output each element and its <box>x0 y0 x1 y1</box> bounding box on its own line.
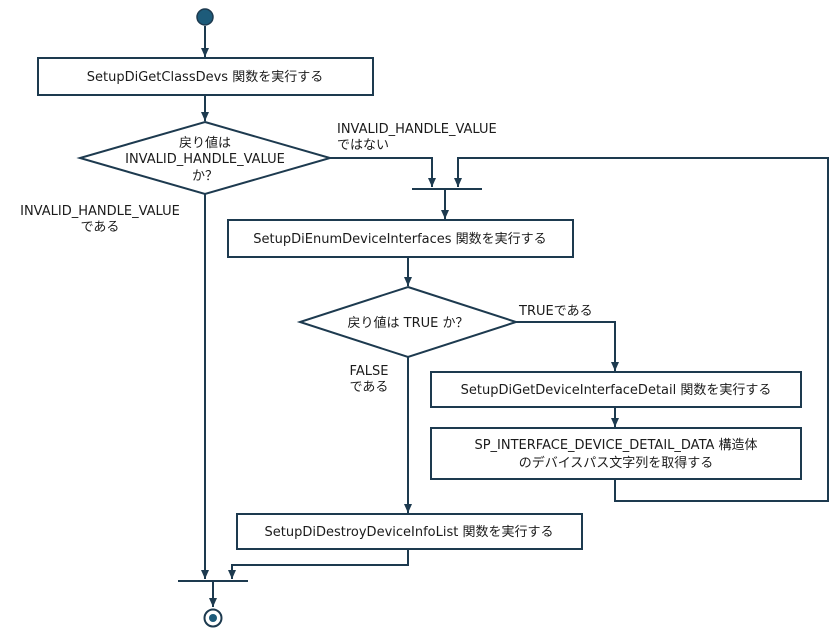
process-destroy-list <box>236 513 583 550</box>
label-is-true: TRUEである <box>518 304 593 319</box>
process-get-path <box>430 427 802 480</box>
label-is-false-line2: である <box>350 380 389 395</box>
process-get-path-line2: のデバイスパス文字列を取得する <box>519 455 714 471</box>
process-get-class-devs-label: SetupDiGetClassDevs 関数を実行する <box>87 69 323 85</box>
decision-is-true-label: 戻り値は TRUE か？ <box>348 315 469 331</box>
edge-loop-back <box>454 157 829 502</box>
label-is-invalid-line2: である <box>81 220 120 235</box>
process-get-detail-label: SetupDiGetDeviceInterfaceDetail 関数を実行する <box>461 382 772 398</box>
process-destroy-list-label: SetupDiDestroyDeviceInfoList 関数を実行する <box>265 524 554 540</box>
decision-invalid-handle-line2: INVALID_HANDLE_VALUE <box>125 152 285 167</box>
process-enum-interfaces <box>227 219 574 258</box>
process-get-path-line1: SP_INTERFACE_DEVICE_DETAIL_DATA 構造体 <box>474 438 757 453</box>
process-enum-interfaces-label: SetupDiEnumDeviceInterfaces 関数を実行する <box>253 231 546 247</box>
label-not-invalid-line2: ではない <box>337 138 389 153</box>
edge-destroy-to-merge <box>228 549 409 579</box>
label-is-invalid-line1: INVALID_HANDLE_VALUE <box>20 204 180 219</box>
process-get-detail <box>430 371 802 408</box>
edge-true <box>516 321 619 371</box>
label-is-false-line1: FALSE <box>350 364 389 379</box>
label-not-invalid-line1: INVALID_HANDLE_VALUE <box>337 122 497 137</box>
end-node-inner <box>209 614 217 622</box>
edge-not-invalid <box>330 157 436 187</box>
decision-invalid-handle-line1: 戻り値は <box>179 135 231 151</box>
start-node <box>196 8 214 26</box>
decision-invalid-handle-line3: か？ <box>192 169 218 184</box>
